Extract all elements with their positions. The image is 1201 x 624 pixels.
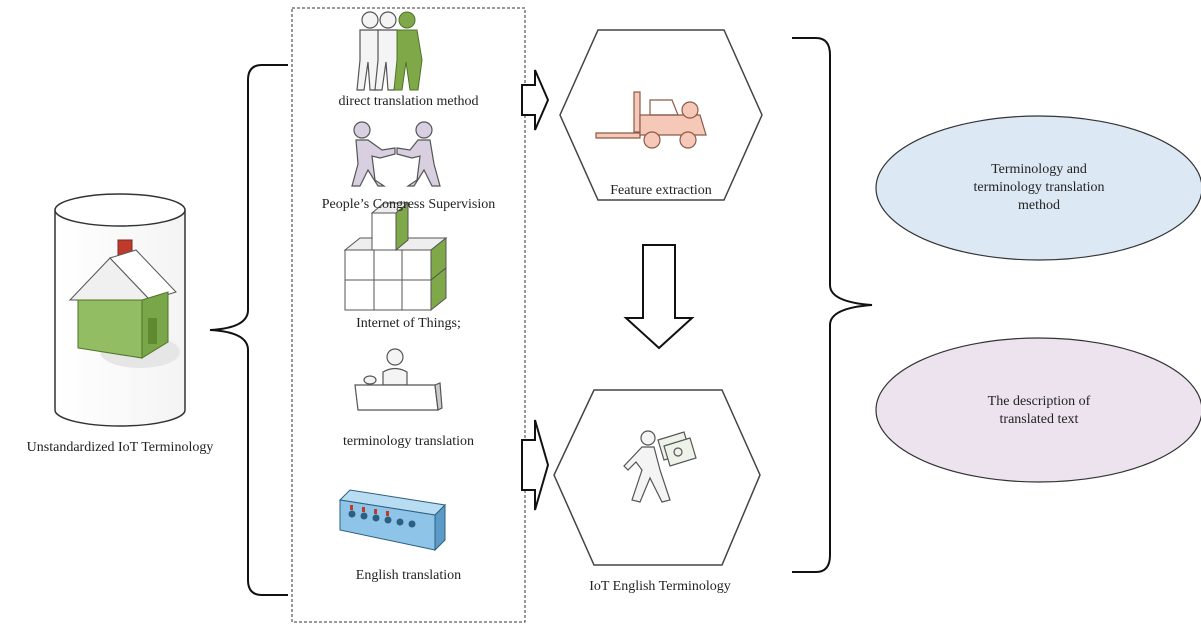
source-label: Unstandardized IoT Terminology xyxy=(26,440,214,455)
output-text-line: The description of xyxy=(987,394,1091,409)
output-text-line: translated text xyxy=(999,412,1079,427)
stacked-boxes-icon xyxy=(343,201,448,312)
walking-person-money-icon xyxy=(623,430,697,503)
method-label-peoples-congress: People’s Congress Supervision xyxy=(321,197,496,212)
methods-box xyxy=(291,7,526,623)
output-ellipse-description xyxy=(875,337,1201,483)
network-switch-icon xyxy=(338,489,447,552)
forklift-icon xyxy=(595,91,707,149)
people-group-icon xyxy=(356,11,423,91)
output-text-line: Terminology and xyxy=(991,162,1087,177)
reception-desk-icon xyxy=(354,348,443,411)
house-icon xyxy=(68,239,180,368)
iot-english-terminology-label: IoT English Terminology xyxy=(589,579,731,594)
output-ellipse-terminology xyxy=(875,115,1201,261)
right-brace xyxy=(792,37,873,573)
output-text-terminology: Terminology and terminology translation … xyxy=(880,161,1198,215)
arrow-to-feature-extraction xyxy=(521,69,550,131)
handshake-icon xyxy=(351,121,441,187)
output-text-line: terminology translation xyxy=(973,180,1105,195)
left-brace xyxy=(209,64,288,596)
method-label-terminology-translation: terminology translation xyxy=(342,434,475,449)
output-text-description: The description of translated text xyxy=(880,393,1198,429)
output-text-line: method xyxy=(1018,198,1060,213)
method-label-english-translation: English translation xyxy=(355,568,462,583)
down-arrow xyxy=(623,244,695,350)
method-label-internet-of-things: Internet of Things; xyxy=(356,316,461,331)
feature-extraction-label: Feature extraction xyxy=(610,183,712,198)
arrow-to-iot-english xyxy=(521,419,550,511)
method-label-direct-translation: direct translation method xyxy=(338,94,479,109)
